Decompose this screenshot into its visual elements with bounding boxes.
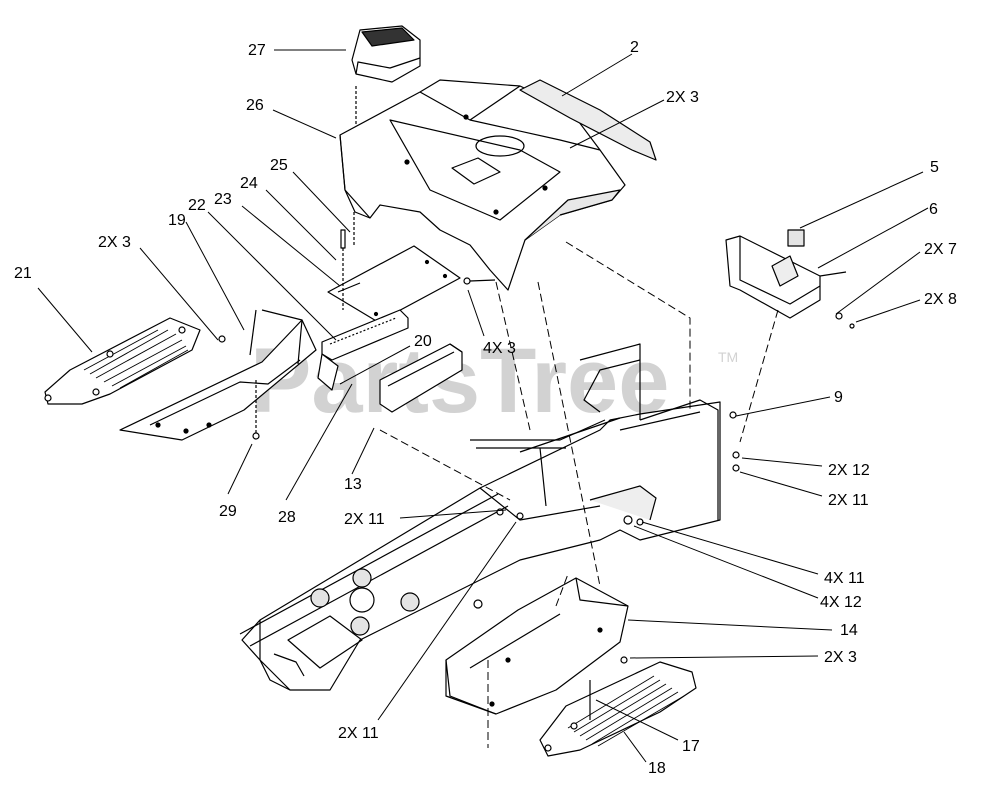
part-left-footrest-frame[interactable] bbox=[119, 309, 317, 441]
watermark: PartsTree bbox=[250, 330, 669, 432]
callout-20[interactable]: 20 bbox=[414, 333, 432, 350]
callout-labels: 27 2 26 2X 3 5 25 6 24 19 22 23 2X 7 2X … bbox=[14, 39, 957, 777]
callout-5[interactable]: 5 bbox=[930, 159, 939, 176]
callout-2x7[interactable]: 2X 7 bbox=[924, 241, 957, 258]
callout-23[interactable]: 23 bbox=[214, 191, 232, 208]
callout-2x3-top[interactable]: 2X 3 bbox=[666, 89, 699, 106]
callout-24[interactable]: 24 bbox=[240, 175, 258, 192]
callout-6[interactable]: 6 bbox=[929, 201, 938, 218]
callout-4x3[interactable]: 4X 3 bbox=[483, 340, 516, 357]
callout-2x8[interactable]: 2X 8 bbox=[924, 291, 957, 308]
callout-21[interactable]: 21 bbox=[14, 265, 32, 282]
callout-17[interactable]: 17 bbox=[682, 738, 700, 755]
callout-13[interactable]: 13 bbox=[344, 476, 362, 493]
callout-27[interactable]: 27 bbox=[248, 42, 266, 59]
callout-19[interactable]: 19 bbox=[168, 212, 186, 229]
callout-2[interactable]: 2 bbox=[630, 39, 639, 56]
callout-2x11-bottom[interactable]: 2X 11 bbox=[338, 725, 379, 742]
callout-18[interactable]: 18 bbox=[648, 760, 666, 777]
callout-2x11-mid[interactable]: 2X 11 bbox=[344, 511, 385, 528]
callout-29[interactable]: 29 bbox=[219, 503, 237, 520]
part-bracket-22[interactable] bbox=[317, 309, 409, 391]
callout-2x3-bottom[interactable]: 2X 3 bbox=[824, 649, 857, 666]
part-access-plate[interactable] bbox=[327, 212, 496, 323]
callout-14[interactable]: 14 bbox=[840, 622, 858, 639]
callout-25[interactable]: 25 bbox=[270, 157, 288, 174]
callout-9[interactable]: 9 bbox=[834, 389, 843, 406]
callout-4x11[interactable]: 4X 11 bbox=[824, 570, 865, 587]
callout-26[interactable]: 26 bbox=[246, 97, 264, 114]
callout-2x12[interactable]: 2X 12 bbox=[828, 462, 870, 479]
part-left-footrest-mat[interactable] bbox=[44, 317, 226, 405]
leader-lines bbox=[37, 49, 929, 763]
part-dash-cap[interactable] bbox=[351, 25, 421, 125]
part-rear-shield[interactable] bbox=[725, 229, 855, 329]
callout-2x11-right[interactable]: 2X 11 bbox=[828, 492, 869, 509]
part-right-footrest-mat[interactable] bbox=[539, 661, 697, 757]
part-decal-strip[interactable] bbox=[519, 79, 657, 161]
callout-4x12[interactable]: 4X 12 bbox=[820, 594, 862, 611]
part-chassis-frame[interactable] bbox=[239, 343, 740, 691]
trademark-mark: TM bbox=[718, 349, 738, 365]
part-right-footrest-frame[interactable] bbox=[445, 577, 629, 715]
part-panel-13[interactable] bbox=[379, 343, 463, 413]
callout-2x3-left[interactable]: 2X 3 bbox=[98, 234, 131, 251]
callout-22[interactable]: 22 bbox=[188, 197, 206, 214]
callout-28[interactable]: 28 bbox=[278, 509, 296, 526]
